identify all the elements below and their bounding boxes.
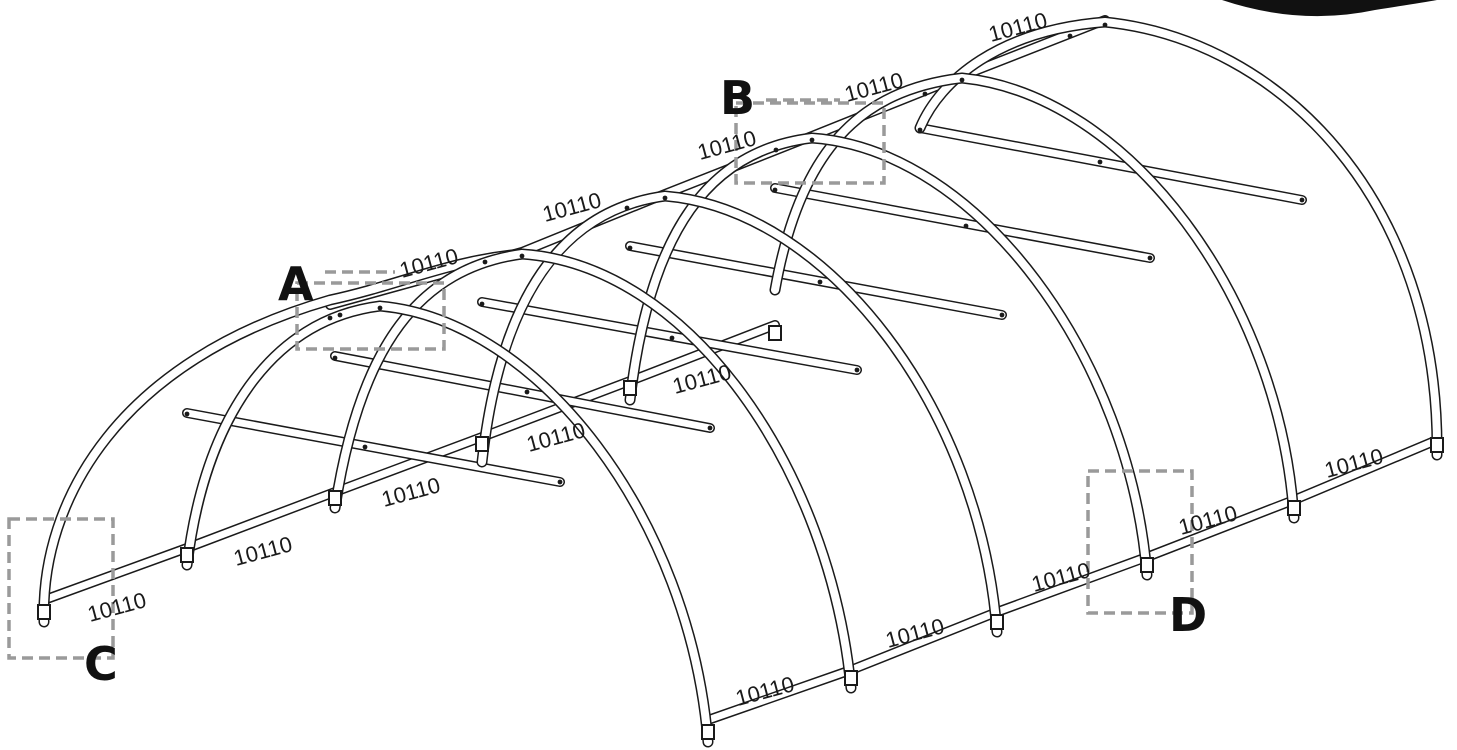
bolt-hole [959, 77, 965, 83]
bolt-hole [1299, 197, 1305, 203]
part-label: 10110 [379, 472, 443, 512]
part-label: 10110 [524, 417, 588, 457]
detail-callout-a: A [278, 257, 446, 351]
detail-callout-b: B [720, 71, 886, 185]
foot-connector [37, 604, 51, 620]
cross-brace [330, 351, 715, 433]
foot-connector [475, 436, 489, 452]
bolt-hole [332, 355, 338, 361]
bolt-hole [773, 147, 779, 153]
callout-letter-d: D [1169, 588, 1207, 642]
callout-letter-b: B [720, 71, 755, 125]
foot-connector [1140, 557, 1154, 573]
foot-connector [844, 670, 858, 686]
bolt-hole [482, 259, 488, 265]
left-base-rail [39, 320, 780, 605]
bolt-hole [1102, 22, 1108, 28]
bolt-hole [999, 312, 1005, 318]
foot-connector [1430, 437, 1444, 453]
cross-brace [770, 183, 1155, 263]
detail-callout-c: C [7, 517, 118, 691]
corner-badge [1222, 0, 1437, 17]
bolt-hole [707, 425, 713, 431]
foot-connector [990, 614, 1004, 630]
bolt-hole [624, 205, 630, 211]
foot-connector [623, 380, 637, 396]
right-base-rail [703, 435, 1442, 725]
bolt-hole [362, 444, 368, 450]
bolt-hole [524, 389, 530, 395]
bolt-hole [772, 187, 778, 193]
bolt-hole [817, 279, 823, 285]
bolt-hole [922, 91, 928, 97]
callout-letter-a: A [278, 257, 314, 311]
arch-tube [769, 72, 1300, 524]
arch-tube [329, 248, 857, 694]
arch-tube [181, 300, 714, 748]
foot-connector [180, 547, 194, 563]
bolt-hole [327, 315, 333, 321]
bolt-hole [1067, 33, 1073, 39]
bolt-hole [917, 127, 923, 133]
bolt-hole [1097, 159, 1103, 165]
cross-brace [182, 408, 565, 487]
cross-brace [915, 123, 1307, 205]
detail-callout-d: D [1086, 469, 1207, 642]
arch-tube [914, 16, 1443, 461]
foot-connector [701, 724, 715, 740]
tube-layer [38, 15, 1443, 748]
bolt-hole [479, 301, 485, 307]
bolt-hole [377, 305, 383, 311]
foot-connector [328, 490, 342, 506]
cross-brace [625, 241, 1007, 320]
bolt-hole [519, 253, 525, 259]
joint-marks [37, 22, 1444, 740]
bolt-hole [557, 479, 563, 485]
part-label: 10110 [231, 531, 295, 571]
bolt-hole [963, 223, 969, 229]
bolt-hole [809, 137, 815, 143]
bolt-hole [854, 367, 860, 373]
foot-connector [1287, 500, 1301, 516]
bolt-hole [662, 195, 668, 201]
callout-letter-c: C [84, 637, 118, 691]
front-arch-outer [38, 248, 528, 628]
foot-connector [768, 325, 782, 341]
part-label: 10110 [85, 587, 149, 627]
bolt-hole [1147, 255, 1153, 261]
cross-brace [477, 297, 862, 375]
bolt-hole [337, 312, 343, 318]
arch-tube [624, 132, 1153, 581]
bolt-hole [627, 245, 633, 251]
arch-tube [476, 190, 1003, 638]
bolt-hole [669, 335, 675, 341]
bolt-hole [184, 411, 190, 417]
